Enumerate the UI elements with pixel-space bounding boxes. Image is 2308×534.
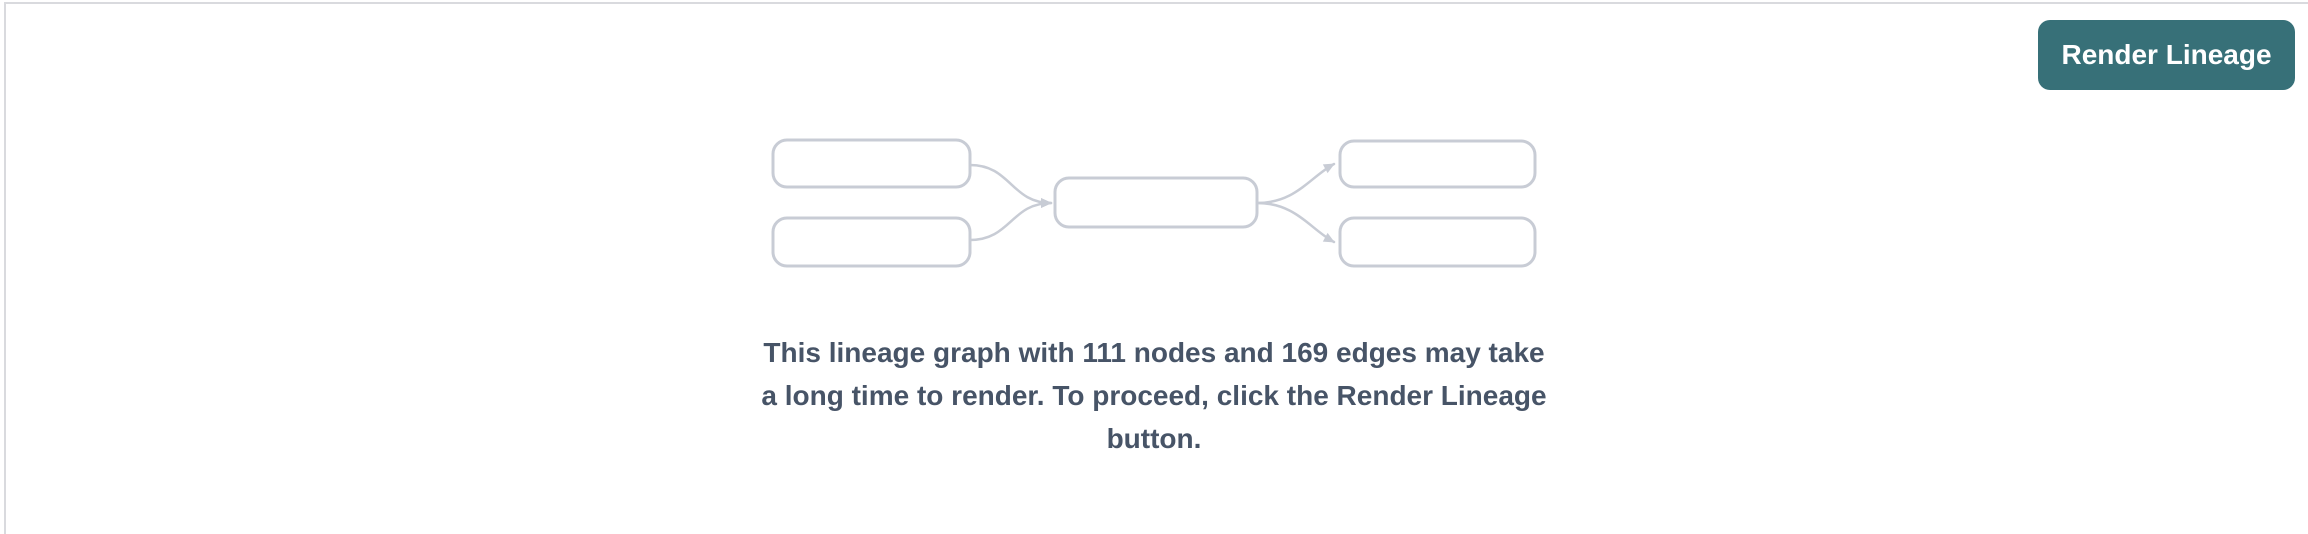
render-warning-line: a long time to render. To proceed, click… (761, 380, 1547, 411)
graph-edge (1255, 201, 1336, 244)
graph-edge (968, 198, 1053, 242)
graph-node-box (771, 138, 972, 189)
panel-top-border (4, 2, 2308, 4)
panel-left-border (4, 2, 6, 534)
graph-edge (968, 163, 1053, 208)
render-warning-line: button. (1106, 423, 1202, 454)
graph-node-box (1053, 176, 1259, 229)
graph-node-box (1338, 216, 1537, 268)
lineage-placeholder-illustration (771, 138, 1537, 268)
render-lineage-button[interactable]: Render Lineage (2038, 20, 2295, 90)
render-warning-line: This lineage graph with 111 nodes and 16… (763, 337, 1545, 368)
graph-node-box (1338, 139, 1537, 189)
graph-edge (1255, 162, 1336, 205)
render-warning-message: This lineage graph with 111 nodes and 16… (0, 331, 2308, 460)
graph-node-box (771, 216, 972, 268)
